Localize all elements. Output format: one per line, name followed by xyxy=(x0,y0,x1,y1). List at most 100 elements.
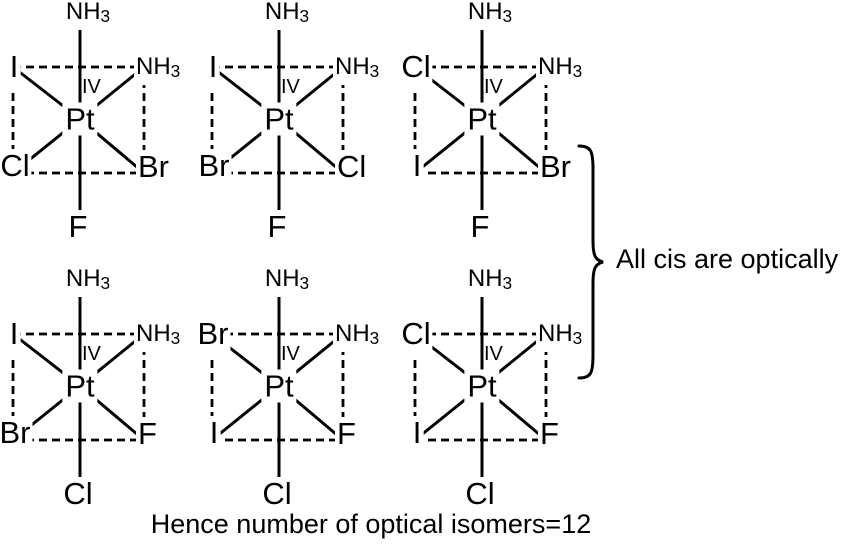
ligand-label-lower-left: Cl xyxy=(0,148,32,190)
ligand-label-lower-left: Br xyxy=(196,149,232,190)
ligand-symbol: NH xyxy=(264,265,300,292)
ligand-symbol: Br xyxy=(197,316,229,351)
ligand-label-top: NH3 xyxy=(262,0,312,31)
ligand-subscript: 3 xyxy=(100,273,111,294)
ligand-label-upper-right: NH3 xyxy=(134,320,183,353)
oxidation-state-label: IV xyxy=(484,76,503,98)
central-atom-label: Pt xyxy=(261,102,297,136)
ligand-symbol: Cl xyxy=(262,476,292,511)
ligand-label-upper-left: Cl xyxy=(399,316,433,358)
ligand-label-upper-left: I xyxy=(7,316,21,358)
central-atom-label: Pt xyxy=(62,102,98,136)
ligand-symbol: Br xyxy=(0,415,31,450)
ligand-symbol: Cl xyxy=(337,149,367,184)
ligand-label-top: NH3 xyxy=(63,0,113,31)
complex-structure-4: NH3 I NH3 IV Pt Br F Cl xyxy=(0,265,190,518)
ligand-symbol: Cl xyxy=(63,476,93,511)
ligand-subscript: 3 xyxy=(572,61,583,82)
ligand-label-bottom: F xyxy=(66,209,90,251)
ligand-symbol: NH xyxy=(65,265,101,292)
ligand-symbol: F xyxy=(470,209,490,244)
ligand-label-top: NH3 xyxy=(262,265,312,298)
central-atom-label: Pt xyxy=(464,102,500,136)
ligand-label-bottom: Cl xyxy=(463,476,497,518)
ligand-label-lower-left: I xyxy=(410,148,424,190)
ligand-label-upper-left: I xyxy=(206,49,220,91)
ligand-label-lower-left: I xyxy=(410,415,424,457)
ligand-subscript: 3 xyxy=(100,6,111,27)
complex-structure-5: NH3 Br NH3 IV Pt I F Cl xyxy=(195,265,389,518)
ligand-symbol: NH xyxy=(264,0,300,25)
ligand-subscript: 3 xyxy=(369,61,380,82)
ligand-symbol: F xyxy=(337,416,356,451)
ligand-subscript: 3 xyxy=(170,328,181,349)
central-atom-label: Pt xyxy=(261,369,297,403)
central-atom-label: Pt xyxy=(464,369,500,403)
curly-brace-icon xyxy=(577,144,604,380)
curly-brace-path xyxy=(577,144,604,380)
ligand-symbol: I xyxy=(412,148,422,183)
oxidation-state-label: IV xyxy=(484,343,503,365)
ligand-label-lower-right: Br xyxy=(538,149,573,191)
ligand-label-upper-right: NH3 xyxy=(333,320,382,353)
ligand-label-lower-right: F xyxy=(538,416,561,458)
ligand-symbol: NH xyxy=(467,265,503,292)
ligand-subscript: 3 xyxy=(502,273,513,294)
oxidation-state-label: IV xyxy=(82,76,101,98)
ligand-label-lower-right: F xyxy=(136,416,159,458)
brace-annotation-text: All cis are optically xyxy=(616,244,839,274)
ligand-symbol: I xyxy=(208,49,218,84)
oxidation-state-label: IV xyxy=(281,76,300,98)
ligand-symbol: F xyxy=(267,209,287,244)
ligand-symbol: Cl xyxy=(0,148,30,183)
ligand-label-upper-right: NH3 xyxy=(333,53,382,86)
central-atom-label: Pt xyxy=(62,369,98,403)
ligand-symbol: NH xyxy=(136,53,171,80)
ligand-subscript: 3 xyxy=(502,6,513,27)
ligand-subscript: 3 xyxy=(572,328,583,349)
ligand-symbol: Br xyxy=(138,149,169,184)
caption-text: Hence number of optical isomers=12 xyxy=(150,509,592,539)
ligand-label-bottom: F xyxy=(468,209,492,251)
ligand-symbol: NH xyxy=(65,0,101,25)
ligand-label-top: NH3 xyxy=(465,265,515,298)
ligand-symbol: Br xyxy=(540,149,571,184)
ligand-symbol: NH xyxy=(335,320,370,347)
ligand-symbol: Cl xyxy=(401,316,431,351)
ligand-symbol: I xyxy=(9,316,19,351)
ligand-label-bottom: Cl xyxy=(260,476,294,518)
ligand-subscript: 3 xyxy=(369,328,380,349)
ligand-label-bottom: F xyxy=(265,209,289,251)
ligand-symbol: NH xyxy=(467,0,503,25)
ligand-label-lower-right: Cl xyxy=(335,149,369,191)
ligand-label-upper-left: Br xyxy=(195,316,231,358)
complex-structure-6: NH3 Cl NH3 IV Pt I F Cl xyxy=(399,265,592,518)
ligand-label-bottom: Cl xyxy=(61,476,95,518)
ligand-subscript: 3 xyxy=(299,6,310,27)
complex-structure-1: NH3 I NH3 IV Pt Cl Br F xyxy=(0,0,190,251)
oxidation-state-label: IV xyxy=(281,343,300,365)
ligand-symbol: I xyxy=(9,49,19,84)
ligand-symbol: F xyxy=(138,416,157,451)
ligand-label-upper-right: NH3 xyxy=(536,53,585,86)
ligand-symbol: Cl xyxy=(401,49,431,84)
ligand-label-lower-right: F xyxy=(335,416,358,458)
ligand-subscript: 3 xyxy=(299,273,310,294)
complex-structure-2: NH3 I NH3 IV Pt Br Cl F xyxy=(196,0,389,251)
ligand-label-top: NH3 xyxy=(465,0,515,31)
ligand-symbol: NH xyxy=(538,53,573,80)
ligand-label-upper-left: Cl xyxy=(399,49,433,91)
ligand-label-lower-left: I xyxy=(207,415,221,457)
ligand-symbol: NH xyxy=(136,320,171,347)
ligand-symbol: F xyxy=(68,209,88,244)
ligand-label-upper-right: NH3 xyxy=(536,320,585,353)
ligand-subscript: 3 xyxy=(170,61,181,82)
ligand-label-top: NH3 xyxy=(63,265,113,298)
ligand-symbol: I xyxy=(209,415,219,450)
ligand-symbol: Cl xyxy=(465,476,495,511)
ligand-symbol: I xyxy=(412,415,422,450)
ligand-label-lower-right: Br xyxy=(136,149,171,191)
ligand-symbol: F xyxy=(540,416,559,451)
ligand-symbol: NH xyxy=(335,53,370,80)
